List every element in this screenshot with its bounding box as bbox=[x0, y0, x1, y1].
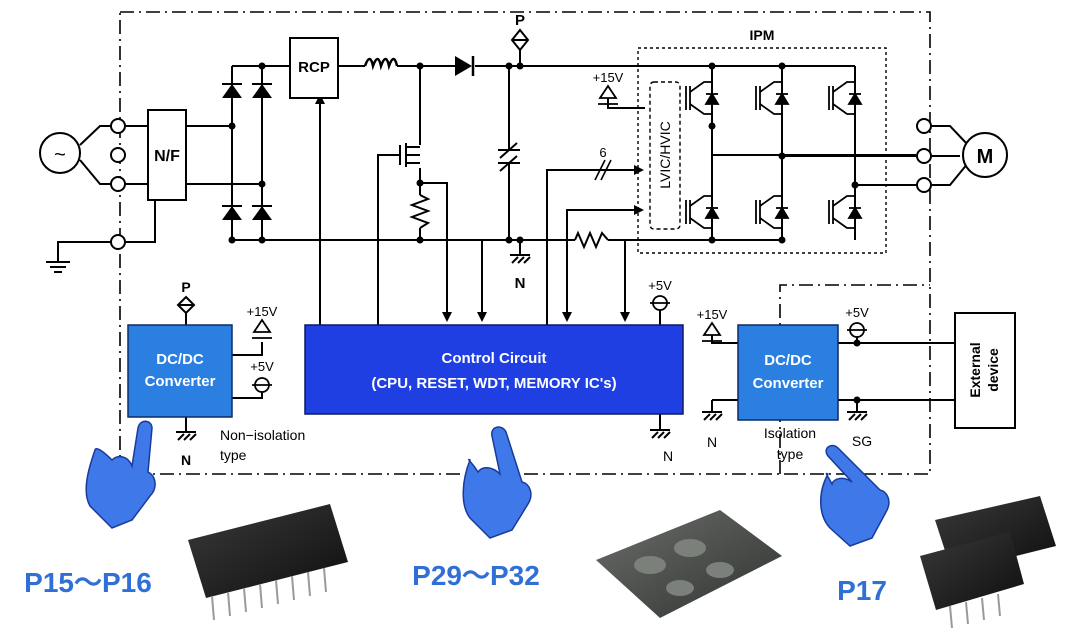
rcp-box bbox=[289, 37, 339, 99]
control-circuit-line1: Control Circuit bbox=[442, 350, 547, 367]
motor-icon bbox=[962, 132, 1008, 178]
dcdc-left-block bbox=[127, 324, 233, 418]
ipm-boundary bbox=[637, 47, 887, 254]
module-photo-left bbox=[188, 504, 348, 621]
n-top-label: N bbox=[515, 275, 526, 292]
page-ref-left: P15～P16 bbox=[24, 567, 152, 598]
rcp-label: RCP bbox=[298, 59, 330, 76]
inductor bbox=[363, 57, 399, 71]
page-ref-right: P17 bbox=[837, 575, 887, 606]
dcdc-right-line2: Converter bbox=[753, 375, 824, 392]
supply-15v-left-icon bbox=[252, 318, 272, 339]
pointing-hand-right-icon bbox=[820, 444, 890, 547]
igbt-array bbox=[685, 81, 863, 229]
control-circuit-block bbox=[304, 324, 684, 415]
dcdc-right-line1: DC/DC bbox=[764, 352, 812, 369]
n-left-label: N bbox=[181, 452, 191, 468]
shunt-resistor bbox=[409, 194, 431, 229]
v5-right-label: +5V bbox=[845, 305, 869, 320]
noise-filter-label: N/F bbox=[154, 148, 180, 165]
v15-right-label: +15V bbox=[697, 307, 728, 322]
isolation-line2: type bbox=[777, 446, 804, 462]
module-photo-middle bbox=[596, 510, 782, 618]
v15-ipm-label: +15V bbox=[593, 70, 624, 85]
lvic-hvic-label: LVIC/HVIC bbox=[657, 121, 673, 188]
junction-dots bbox=[228, 62, 861, 404]
external-device-line1: External bbox=[967, 342, 983, 397]
dcdc-right-block bbox=[737, 324, 839, 421]
dcdc-left-line2: Converter bbox=[145, 373, 216, 390]
ground-sg-icon bbox=[847, 411, 868, 421]
ac-source-icon bbox=[39, 132, 81, 174]
n-cc-label: N bbox=[663, 448, 673, 464]
bus-6-label: 6 bbox=[599, 145, 606, 160]
ac-source-label: ~ bbox=[54, 144, 66, 166]
p-left-terminal-icon bbox=[176, 295, 196, 315]
external-device-box bbox=[954, 312, 1016, 429]
sense-resistor bbox=[574, 230, 609, 250]
ground-cc-icon bbox=[650, 429, 671, 439]
pfc-mosfet bbox=[399, 143, 420, 167]
bus-capacitor bbox=[498, 142, 520, 172]
p-top-label: P bbox=[515, 12, 525, 29]
dcdc-left-line1: DC/DC bbox=[156, 351, 204, 368]
ground-left-icon bbox=[176, 431, 197, 441]
terminals bbox=[110, 118, 932, 250]
ground-icon bbox=[46, 261, 70, 273]
p-left-label: P bbox=[181, 279, 190, 295]
ground-right-n-icon bbox=[702, 411, 723, 421]
v5-left-label: +5V bbox=[250, 359, 274, 374]
v5-cc-label: +5V bbox=[648, 278, 672, 293]
supply-15v-right-icon bbox=[702, 321, 722, 342]
external-device-line2: device bbox=[985, 348, 1001, 392]
noise-filter-box bbox=[147, 109, 187, 201]
ground-n-top-icon bbox=[510, 254, 531, 264]
lvic-hvic-box bbox=[649, 81, 681, 230]
rectifier-diodes bbox=[222, 83, 272, 220]
page-ref-middle: P29～P32 bbox=[412, 560, 540, 591]
outer-frame bbox=[119, 11, 931, 475]
nonisolation-line2: type bbox=[220, 447, 247, 463]
pointing-hand-left-icon bbox=[85, 420, 156, 529]
sg-label: SG bbox=[852, 433, 872, 449]
module-photo-right bbox=[920, 496, 1056, 629]
isolation-line1: Isolation bbox=[764, 425, 816, 441]
control-circuit-line2: (CPU, RESET, WDT, MEMORY IC's) bbox=[371, 375, 616, 392]
pointing-hand-middle-icon bbox=[462, 426, 532, 539]
p-terminal-icon bbox=[510, 28, 530, 52]
motor-label: M bbox=[977, 146, 994, 168]
nonisolation-line1: Non−isolation bbox=[220, 427, 305, 443]
boost-diode bbox=[455, 56, 472, 76]
n-right-label: N bbox=[707, 434, 717, 450]
v15-left-label: +15V bbox=[247, 304, 278, 319]
ipm-label: IPM bbox=[750, 27, 775, 43]
supply-15v-ipm-icon bbox=[598, 84, 618, 105]
